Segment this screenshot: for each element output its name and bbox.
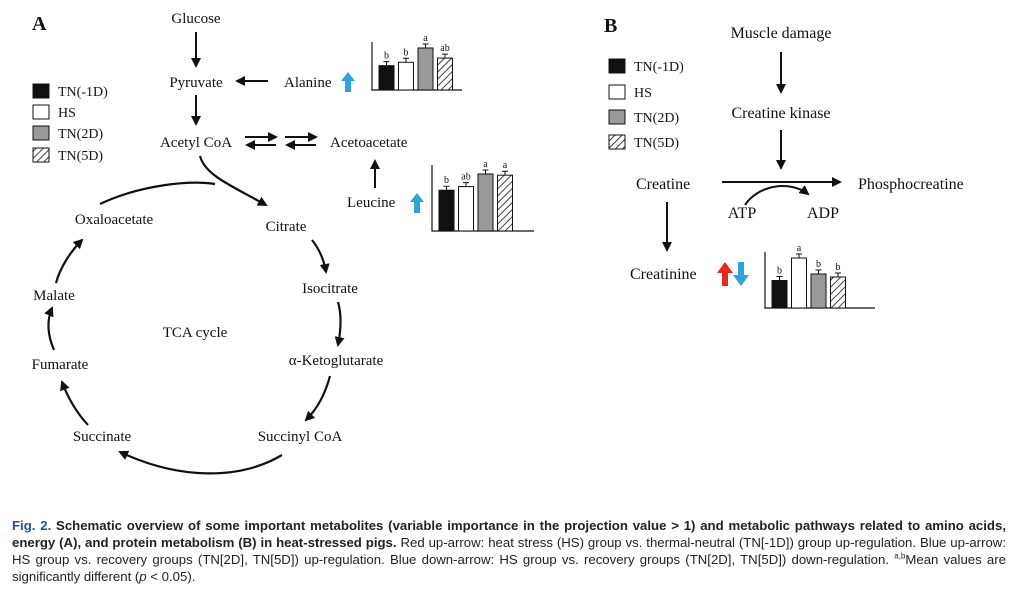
leucine-bar-3: [497, 174, 513, 232]
legend-b-label-tn-5d: TN(5D): [634, 136, 679, 151]
blue-up-arrow-leucine: [410, 193, 424, 213]
alanine-sig-letter-1: b: [404, 47, 409, 58]
node-alanine: Alanine: [284, 75, 332, 91]
alanine-errorbar-2: [422, 43, 429, 48]
node-creatine-kinase: Creatine kinase: [731, 105, 830, 122]
alanine-bar-3: [437, 57, 453, 91]
creatinine-sig-letter-3: b: [836, 262, 841, 273]
legend-b: TN(-1D) HS TN(2D) TN(5D): [608, 58, 684, 151]
legend-b-swatch-hs: [608, 84, 626, 100]
leucine-bar-2: [477, 173, 494, 232]
node-oxaloacetate: Oxaloacetate: [75, 212, 154, 228]
leucine-bar-1: [458, 186, 474, 232]
caption-sig-p: p: [139, 569, 147, 584]
exchange-arrows: [245, 132, 318, 150]
node-phosphocreatine: Phosphocreatine: [858, 176, 964, 193]
alanine-sig-letter-3: ab: [440, 43, 449, 54]
creatinine-errorbar-1: [796, 253, 802, 258]
caption-sig-text-1: Mean values are significantly different …: [12, 552, 1006, 584]
legend-a-label-tn-5d: TN(5D): [58, 149, 103, 164]
alanine-sig-letter-0: b: [384, 51, 389, 62]
node-citrate: Citrate: [266, 219, 307, 235]
node-a-ketoglutarate: α-Ketoglutarate: [289, 353, 384, 369]
alanine-bar-2: [417, 47, 434, 91]
legend-a: TN(-1D) HS TN(2D) TN(5D): [32, 83, 108, 164]
node-fumarate: Fumarate: [32, 357, 89, 373]
alanine-errorbar-3: [442, 53, 448, 59]
caption-body: Red up-arrow: heat stress (HS) group vs.…: [12, 535, 1006, 567]
creatinine-errorbar-2: [815, 269, 822, 274]
leucine-sig-letter-3: a: [503, 160, 508, 171]
leucine-bar-0: [438, 189, 455, 232]
node-atp: ATP: [728, 205, 757, 222]
creatinine-bar-2: [810, 273, 827, 309]
panel-a-label: A: [32, 13, 47, 35]
node-succinyl-coa: Succinyl CoA: [258, 429, 343, 445]
legend-b-swatch-tn-2d: [608, 109, 626, 125]
node-acetyl-coa: Acetyl CoA: [160, 135, 232, 151]
creatinine-errorbar-3: [835, 272, 841, 277]
creatinine-bar-3: [830, 276, 846, 309]
node-acetoacetate: Acetoacetate: [330, 135, 408, 151]
node-glucose: Glucose: [171, 11, 220, 27]
leucine-sig-letter-0: b: [444, 175, 449, 186]
legend-a-swatch-tn-1d: [32, 83, 50, 99]
leucine-errorbar-1: [463, 182, 469, 187]
caption-title: Schematic overview of some important met…: [12, 518, 1006, 550]
node-pyruvate: Pyruvate: [169, 75, 223, 91]
creatinine-sig-letter-2: b: [816, 259, 821, 270]
node-creatinine: Creatinine: [630, 266, 697, 283]
legend-b-label-hs: HS: [634, 86, 652, 101]
node-isocitrate: Isocitrate: [302, 281, 358, 297]
figure: A TN(-1D) HS TN(2D) TN(5D) Glucose Pyruv…: [32, 11, 964, 475]
alanine-sig-letter-2: a: [423, 33, 428, 44]
node-adp: ADP: [807, 205, 839, 222]
caption-fig-no: Fig. 2.: [12, 518, 52, 533]
creatinine-errorbar-0: [776, 276, 783, 281]
leucine-sig-letter-1: ab: [461, 172, 470, 183]
node-malate: Malate: [33, 288, 75, 304]
legend-b-label-tn-1d: TN(-1D): [634, 60, 684, 75]
leucine-errorbar-3: [502, 170, 508, 176]
node-leucine: Leucine: [347, 195, 396, 211]
leucine-errorbar-2: [482, 169, 489, 174]
red-up-arrow-creatinine: [717, 262, 733, 286]
legend-b-swatch-tn-1d: [608, 58, 626, 74]
caption-sig-sup: a,b: [894, 551, 906, 561]
panel-b-label: B: [604, 15, 617, 37]
alanine-bar-0: [378, 65, 395, 91]
legend-a-swatch-tn-2d: [32, 125, 50, 141]
node-creatine: Creatine: [636, 176, 690, 193]
alanine-errorbar-1: [403, 57, 409, 63]
legend-a-label-tn-2d: TN(2D): [58, 127, 103, 142]
creatinine-bar-0: [771, 280, 788, 309]
leucine-errorbar-0: [443, 185, 450, 191]
legend-a-label-hs: HS: [58, 106, 76, 121]
creatinine-bar-1: [791, 257, 807, 309]
leucine-sig-letter-2: a: [483, 159, 488, 170]
caption-sig-text-2: < 0.05).: [146, 569, 196, 584]
legend-a-swatch-hs: [32, 104, 50, 120]
figure-caption: Fig. 2. Schematic overview of some impor…: [12, 517, 1006, 585]
tca-cycle-label: TCA cycle: [163, 325, 228, 341]
creatinine-sig-letter-0: b: [777, 266, 782, 277]
creatinine-sig-letter-1: a: [797, 243, 802, 254]
legend-b-swatch-tn-5d: [608, 134, 626, 150]
legend-a-label-tn-1d: TN(-1D): [58, 85, 108, 100]
node-muscle-damage: Muscle damage: [731, 25, 832, 42]
alanine-bar-1: [398, 61, 414, 91]
legend-a-swatch-tn-5d: [32, 147, 50, 163]
blue-down-arrow-creatinine: [733, 262, 749, 286]
node-succinate: Succinate: [73, 429, 132, 445]
alanine-errorbar-0: [383, 61, 390, 66]
legend-b-label-tn-2d: TN(2D): [634, 111, 679, 126]
blue-up-arrow-alanine: [341, 72, 355, 92]
